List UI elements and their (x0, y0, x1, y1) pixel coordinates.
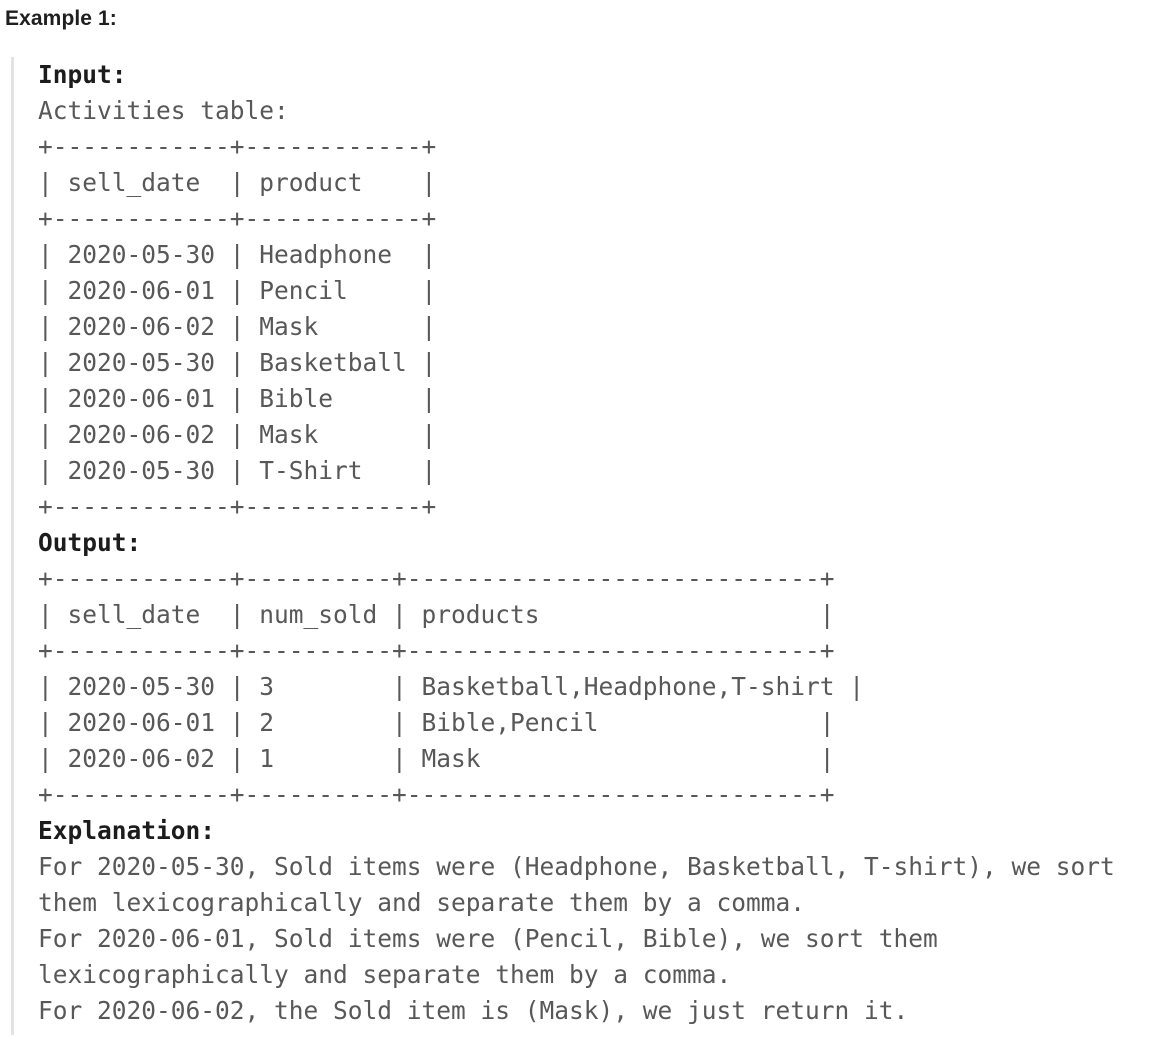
explanation-label: Explanation: (38, 816, 216, 845)
input-label: Input: (38, 60, 127, 89)
input-table-ascii: +------------+------------+ | sell_date … (38, 132, 437, 521)
input-table-caption: Activities table: (38, 96, 289, 125)
example-blockquote: Input: Activities table: +------------+-… (11, 57, 1156, 1035)
explanation-text: For 2020-05-30, Sold items were (Headpho… (38, 852, 1115, 1025)
output-table-ascii: +------------+----------+---------------… (38, 564, 865, 809)
output-label: Output: (38, 528, 142, 557)
example-heading: Example 1: (5, 7, 117, 30)
